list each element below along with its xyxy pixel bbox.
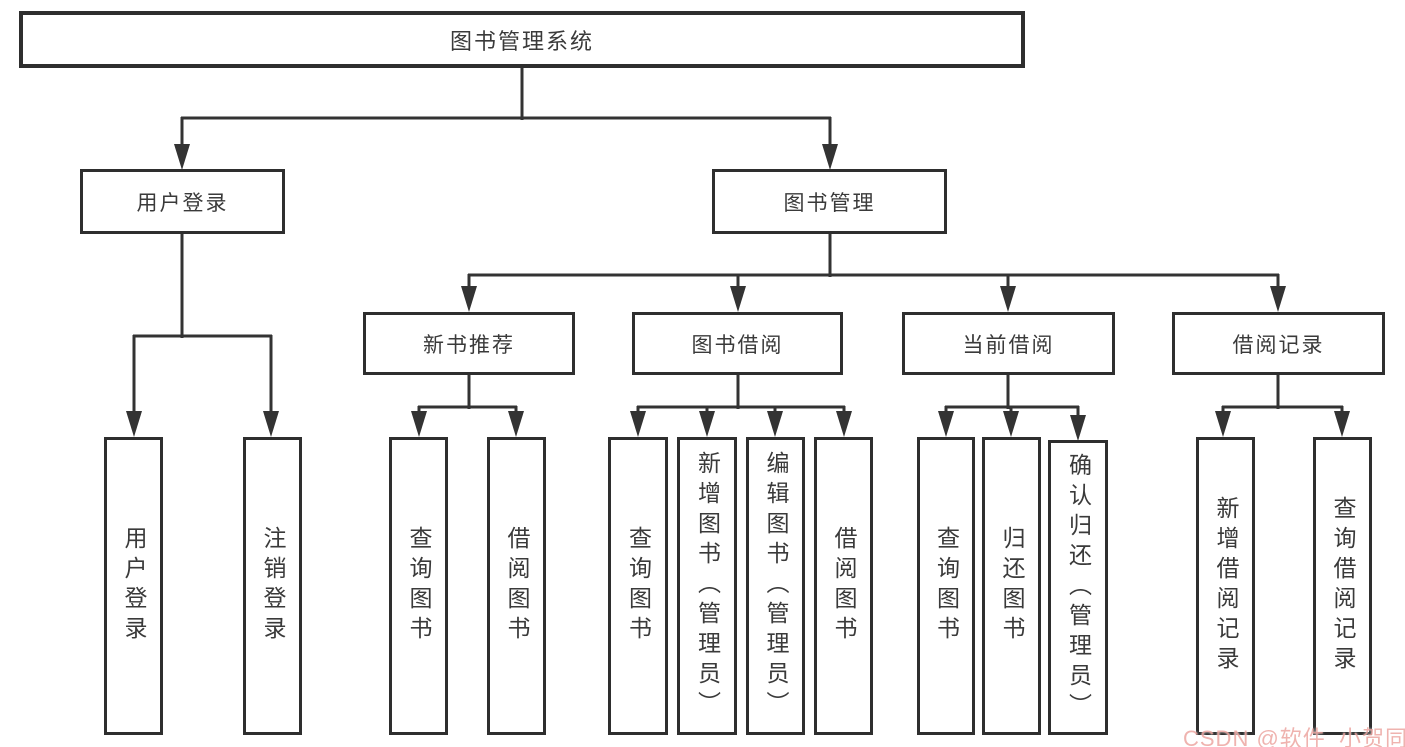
leaf-recommend-query-book: 查询图书 xyxy=(389,437,448,735)
node-user-login: 用户登录 xyxy=(80,169,285,234)
leaf-current-query-book: 查询图书 xyxy=(917,437,975,735)
leaf-current-confirm-return-admin: 确认归还（管理员） xyxy=(1048,440,1108,735)
leaf-record-query: 查询借阅记录 xyxy=(1313,437,1372,735)
csdn-watermark: CSDN @软件_小贺同学 xyxy=(1183,726,1405,747)
leaf-borrow-query-book: 查询图书 xyxy=(608,437,668,735)
leaf-logout: 注销登录 xyxy=(243,437,302,735)
leaf-borrow-borrow-book: 借阅图书 xyxy=(814,437,873,735)
leaf-borrow-add-book-admin: 新增图书（管理员） xyxy=(677,437,737,735)
leaf-borrow-edit-book-admin: 编辑图书（管理员） xyxy=(746,437,805,735)
leaf-record-add: 新增借阅记录 xyxy=(1196,437,1255,735)
node-new-book-recommend: 新书推荐 xyxy=(363,312,575,375)
node-book-borrow: 图书借阅 xyxy=(632,312,843,375)
leaf-current-return-book: 归还图书 xyxy=(982,437,1041,735)
node-current-borrow: 当前借阅 xyxy=(902,312,1115,375)
node-book-management: 图书管理 xyxy=(712,169,947,234)
leaf-recommend-borrow-book: 借阅图书 xyxy=(487,437,546,735)
leaf-user-login: 用户登录 xyxy=(104,437,163,735)
node-library-management-system: 图书管理系统 xyxy=(19,11,1025,68)
node-borrow-record: 借阅记录 xyxy=(1172,312,1385,375)
